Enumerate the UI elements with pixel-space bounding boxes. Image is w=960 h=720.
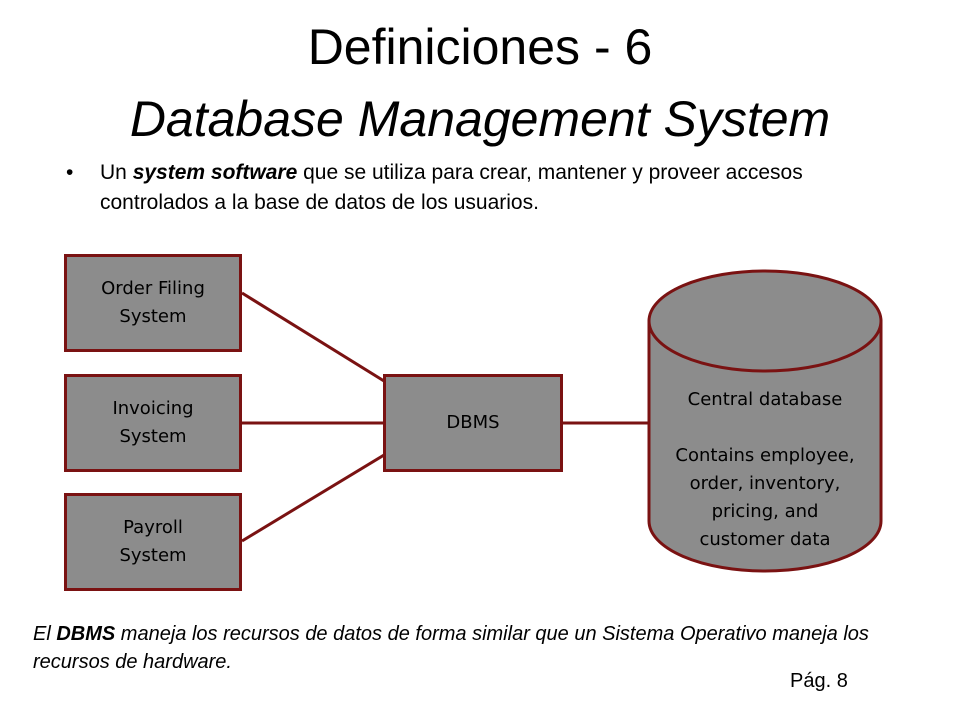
central-database-label: Central database Contains employee, orde… <box>648 386 882 554</box>
bullet-emphasis: system software <box>132 161 298 184</box>
central-database-cylinder <box>647 269 883 573</box>
cylinder-body <box>647 319 883 573</box>
database-description: Contains employee, order, inventory, pri… <box>675 445 855 550</box>
bullet-point: • Un system software que se utiliza para… <box>66 158 896 218</box>
bullet-suffix: que se utiliza para crear, mantener y pr… <box>100 161 803 214</box>
bullet-prefix: Un <box>100 161 133 184</box>
bullet-marker: • <box>66 161 74 184</box>
connector-order-dbms <box>241 291 385 383</box>
page-number: Pág. 8 <box>790 670 848 692</box>
invoicing-system-box: Invoicing System <box>64 374 242 472</box>
payroll-system-box: Payroll System <box>64 493 242 591</box>
slide-title: Definiciones - 6 <box>307 19 653 75</box>
bullet-text: Un system software que se utiliza para c… <box>100 158 896 218</box>
slide-subtitle: Database Management System <box>129 91 831 147</box>
connector-payroll-dbms <box>241 453 385 543</box>
order-filing-system-box: Order Filing System <box>64 254 242 352</box>
footer-note: El DBMS maneja los recursos de datos de … <box>33 620 933 676</box>
footer-prefix: El <box>33 623 57 645</box>
cylinder-top <box>647 269 883 373</box>
database-title: Central database <box>687 389 843 410</box>
dbms-box: DBMS <box>383 374 563 472</box>
footer-suffix: maneja los recursos de datos de forma si… <box>33 623 869 673</box>
footer-emphasis: DBMS <box>56 623 116 645</box>
